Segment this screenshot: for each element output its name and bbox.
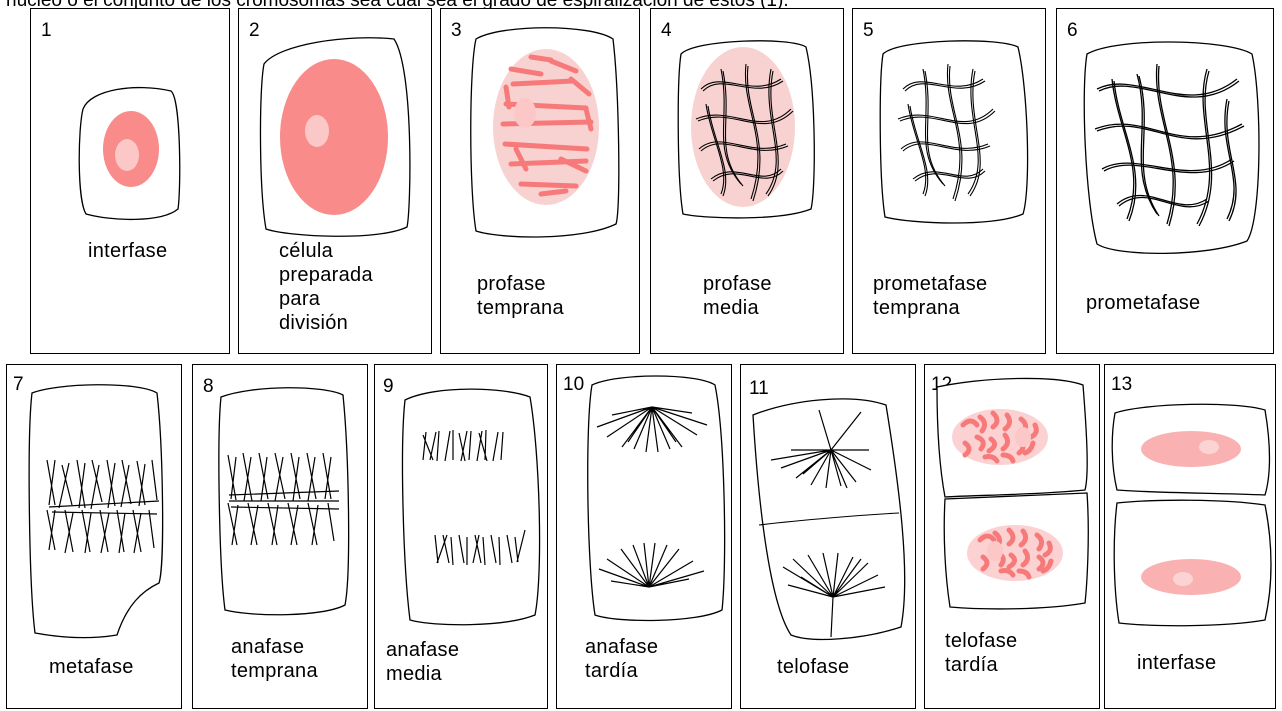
panel-late-telophase: 12 telofase tardía: [924, 364, 1100, 709]
stage-label: anafase media: [386, 638, 459, 686]
panel-mid-anaphase: 9 anafase media: [374, 364, 548, 709]
panel-interphase: 1 interfase: [30, 8, 230, 354]
panel-mid-prophase: 4 profase media: [650, 8, 844, 354]
stage-label: telofase: [777, 655, 849, 679]
stage-label: metafase: [49, 655, 134, 679]
stage-label: prometafase temprana: [873, 272, 987, 320]
stage-label: profase temprana: [477, 272, 564, 320]
panel-early-prometaphase: 5 prometafase temprana: [852, 8, 1046, 354]
panel-late-anaphase: 10 anafase tardía: [556, 364, 732, 709]
panel-early-anaphase: 8 anafase temprana: [192, 364, 368, 709]
panel-prometaphase: 6 prometafase: [1056, 8, 1274, 354]
panel-metaphase: 7 metafase: [6, 364, 182, 709]
stage-label: interfase: [88, 239, 167, 263]
interphase-cell-icon: [31, 9, 231, 355]
panel-telophase: 11 telofase: [740, 364, 916, 709]
stage-label: anafase tardía: [585, 635, 658, 683]
stage-label: interfase: [1137, 651, 1216, 675]
stage-label: prometafase: [1086, 291, 1200, 315]
panel-interphase-daughters: 13 interfase: [1104, 364, 1276, 709]
stage-label: profase media: [703, 272, 772, 320]
stage-label: célula preparada para división: [279, 239, 373, 335]
stage-label: telofase tardía: [945, 629, 1017, 677]
panel-prepared-cell: 2 célula preparada para división: [238, 8, 432, 354]
panel-early-prophase: 3 profase temprana: [440, 8, 640, 354]
stage-label: anafase temprana: [231, 635, 318, 683]
